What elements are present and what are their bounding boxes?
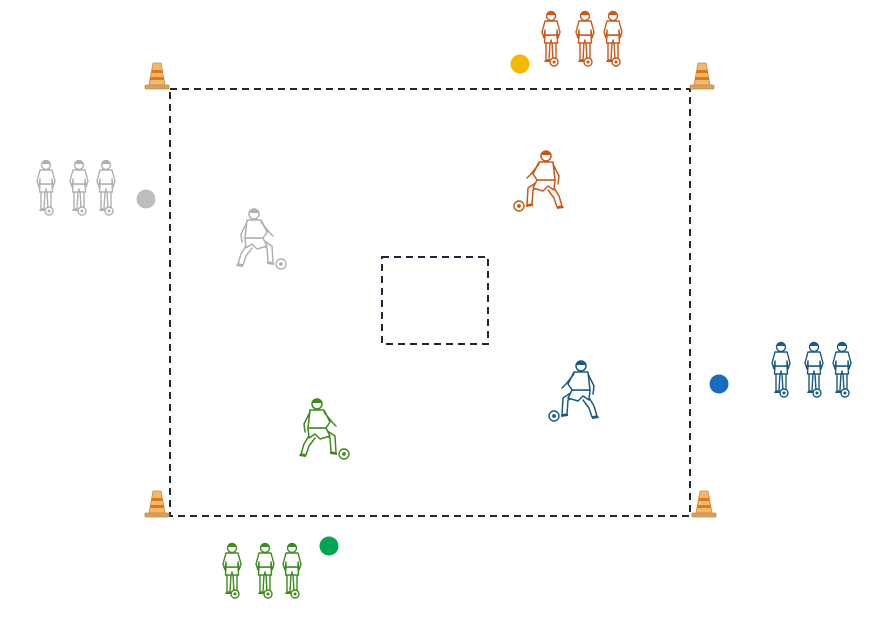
active-player-orange xyxy=(513,150,564,212)
soccer-ball-icon xyxy=(513,200,525,212)
player-queue-green xyxy=(222,542,302,599)
player-standing-icon xyxy=(575,10,595,67)
team-marker-dot-green xyxy=(319,536,339,556)
soccer-ball-icon xyxy=(840,388,850,398)
player-queue-gray xyxy=(36,159,116,216)
soccer-ball-icon xyxy=(779,388,789,398)
center-target-zone xyxy=(381,256,489,345)
soccer-ball-icon xyxy=(548,410,560,422)
team-marker-dot-gray xyxy=(136,189,156,209)
player-standing-icon xyxy=(603,10,623,67)
player-queue-blue xyxy=(771,341,852,398)
player-standing-icon xyxy=(771,341,791,398)
soccer-ball-icon xyxy=(290,589,300,599)
team-markers-layer xyxy=(136,54,729,556)
player-standing-icon xyxy=(69,159,89,216)
player-standing-icon xyxy=(541,10,561,67)
cone-icon xyxy=(144,490,170,518)
soccer-ball-icon xyxy=(263,589,273,599)
player-standing-icon xyxy=(96,159,116,216)
soccer-ball-icon xyxy=(549,57,559,67)
cone-icon xyxy=(144,62,170,90)
player-standing-icon xyxy=(282,542,302,599)
player-dribbling-icon xyxy=(236,208,287,270)
player-standing-icon xyxy=(36,159,56,216)
active-players-layer xyxy=(236,150,599,460)
soccer-ball-icon xyxy=(230,589,240,599)
cone-icon xyxy=(691,490,717,518)
player-queue-orange xyxy=(541,10,623,67)
soccer-ball-icon xyxy=(611,57,621,67)
player-dribbling-icon xyxy=(548,360,599,422)
player-queues-layer xyxy=(36,10,852,599)
soccer-ball-icon xyxy=(338,448,350,460)
soccer-ball-icon xyxy=(812,388,822,398)
player-standing-icon xyxy=(832,341,852,398)
team-marker-dot-orange xyxy=(510,54,530,74)
soccer-ball-icon xyxy=(77,206,87,216)
team-marker-dot-blue xyxy=(709,374,729,394)
soccer-ball-icon xyxy=(44,206,54,216)
player-dribbling-icon xyxy=(299,398,350,460)
player-standing-icon xyxy=(255,542,275,599)
soccer-ball-icon xyxy=(275,258,287,270)
active-player-blue xyxy=(548,360,599,422)
player-standing-icon xyxy=(804,341,824,398)
soccer-ball-icon xyxy=(104,206,114,216)
active-player-gray xyxy=(236,208,287,270)
player-dribbling-icon xyxy=(513,150,564,212)
playing-area-boundary xyxy=(169,88,691,517)
soccer-ball-icon xyxy=(583,57,593,67)
player-standing-icon xyxy=(222,542,242,599)
active-player-green xyxy=(299,398,350,460)
cone-icon xyxy=(689,62,715,90)
cones-layer xyxy=(144,62,717,518)
